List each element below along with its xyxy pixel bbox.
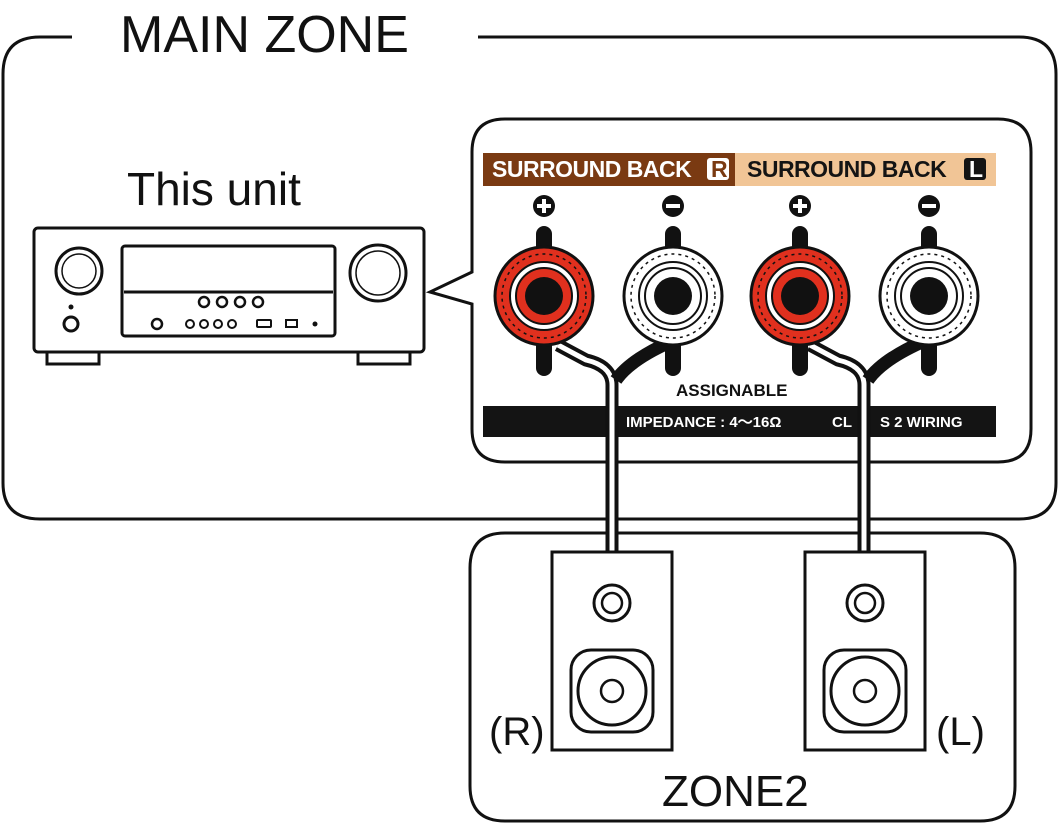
minus-icon [918, 195, 940, 217]
speaker-left [803, 550, 927, 752]
badge-l-box [964, 158, 986, 180]
volume-knob [348, 243, 408, 303]
minus-icon [662, 195, 684, 217]
speaker-right [550, 550, 674, 752]
rear-panel-callout [425, 117, 1033, 464]
class2-wiring-right: S 2 WIRING [880, 414, 963, 431]
surround-back-l-label: SURROUND BACK [747, 156, 947, 182]
impedance-label: IMPEDANCE : 4～16Ω [626, 414, 782, 431]
surround-back-r-label: SURROUND BACK [492, 156, 692, 182]
terminal-l-minus [878, 245, 980, 347]
zone2-frame [468, 531, 1017, 823]
input-knob [54, 246, 104, 296]
zone2-label: ZONE2 [662, 767, 809, 816]
plus-icon [533, 195, 555, 217]
class2-wiring-left: CL [832, 414, 852, 431]
panel-info-bar [483, 406, 996, 437]
terminal-r-plus [493, 245, 595, 347]
assignable-label: ASSIGNABLE [676, 381, 788, 400]
speaker-right-label: (R) [489, 710, 545, 754]
this-unit-label: This unit [127, 163, 301, 215]
speaker-left-label: (L) [936, 710, 985, 754]
plus-icon [789, 195, 811, 217]
surround-back-l-badge: L [969, 156, 983, 182]
surround-back-l-header [735, 153, 996, 186]
main-zone-frame [1, 35, 1058, 521]
power-button [62, 315, 80, 333]
surround-back-r-badge: R [711, 156, 728, 182]
terminal-l-plus [749, 245, 851, 347]
terminal-r-minus [622, 245, 724, 347]
surround-back-r-header [483, 153, 735, 186]
receiver-unit [32, 226, 426, 366]
badge-r-box [707, 158, 729, 180]
main-zone-title: MAIN ZONE [120, 6, 409, 64]
